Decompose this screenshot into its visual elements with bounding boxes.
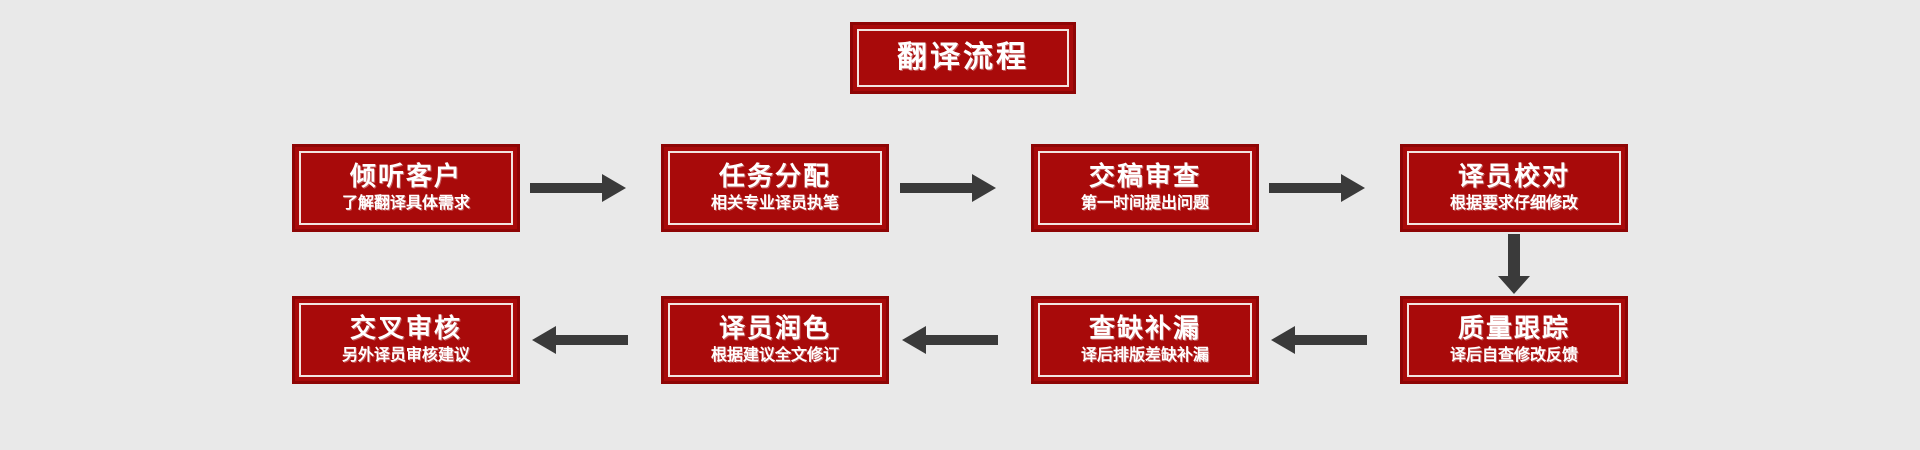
step-title: 倾听客户 xyxy=(349,162,462,193)
step-subtitle: 根据要求仔细修改 xyxy=(1449,192,1578,212)
step-title: 译员校对 xyxy=(1457,162,1570,193)
process-step-translator-proofreading: 译员校对 根据要求仔细修改 xyxy=(1400,144,1628,232)
process-step-submission-review: 交稿审查 第一时间提出问题 xyxy=(1031,144,1259,232)
step-subtitle: 第一时间提出问题 xyxy=(1080,192,1209,212)
flowchart-title-box: 翻译流程 xyxy=(850,22,1076,94)
step-subtitle: 另外译员审核建议 xyxy=(341,344,470,364)
step-title: 译员润色 xyxy=(718,314,831,345)
process-step-translator-polishing: 译员润色 根据建议全文修订 xyxy=(661,296,889,384)
step-subtitle: 了解翻译具体需求 xyxy=(341,192,470,212)
flowchart-title-text: 翻译流程 xyxy=(897,40,1029,76)
arrow-right-icon xyxy=(900,168,998,208)
step-title: 质量跟踪 xyxy=(1457,314,1570,345)
process-step-task-assignment: 任务分配 相关专业译员执笔 xyxy=(661,144,889,232)
arrow-left-icon xyxy=(1269,320,1367,360)
step-subtitle: 根据建议全文修订 xyxy=(710,344,839,364)
step-subtitle: 译后自查修改反馈 xyxy=(1449,344,1578,364)
arrow-left-icon xyxy=(900,320,998,360)
step-subtitle: 译后排版差缺补漏 xyxy=(1080,344,1209,364)
step-title: 交稿审查 xyxy=(1088,162,1201,193)
step-title: 查缺补漏 xyxy=(1088,314,1201,345)
step-subtitle: 相关专业译员执笔 xyxy=(710,192,839,212)
arrow-down-icon xyxy=(1494,234,1534,296)
process-step-cross-review: 交叉审核 另外译员审核建议 xyxy=(292,296,520,384)
step-title: 交叉审核 xyxy=(349,314,462,345)
process-step-gap-checking: 查缺补漏 译后排版差缺补漏 xyxy=(1031,296,1259,384)
process-step-quality-tracking: 质量跟踪 译后自查修改反馈 xyxy=(1400,296,1628,384)
arrow-left-icon xyxy=(530,320,628,360)
step-title: 任务分配 xyxy=(718,162,831,193)
process-step-listen-to-client: 倾听客户 了解翻译具体需求 xyxy=(292,144,520,232)
arrow-right-icon xyxy=(1269,168,1367,208)
arrow-right-icon xyxy=(530,168,628,208)
